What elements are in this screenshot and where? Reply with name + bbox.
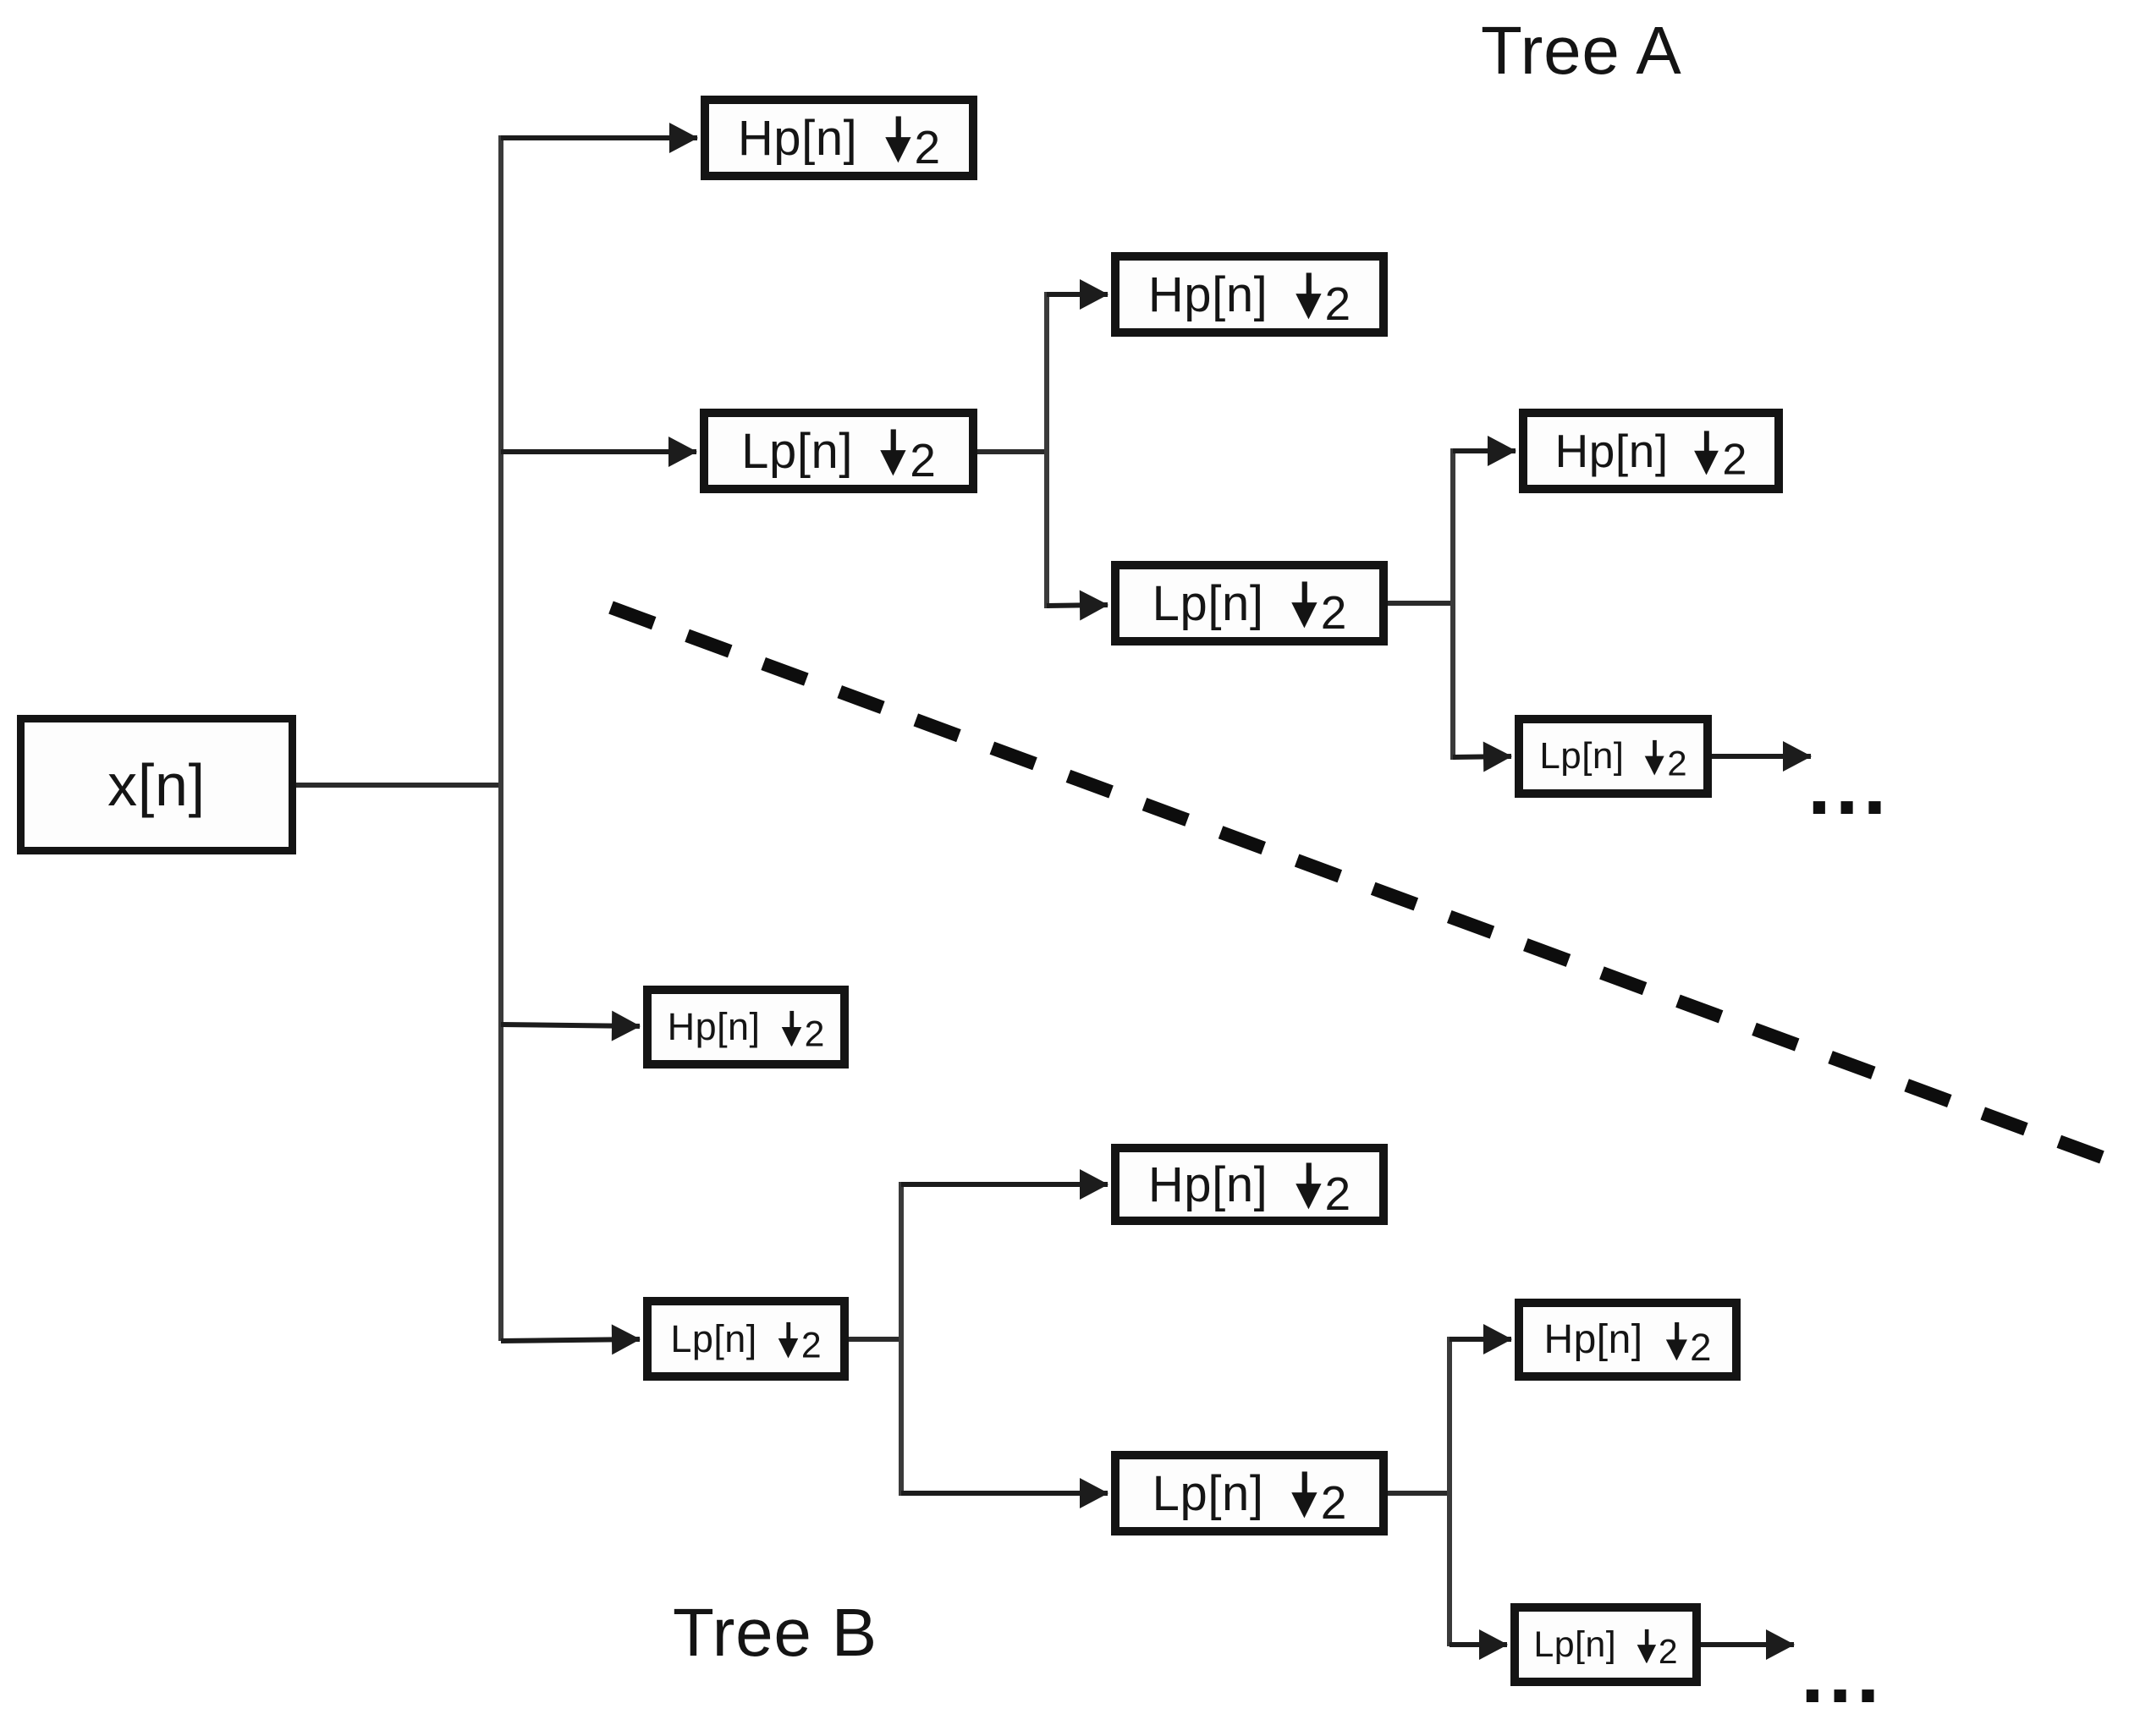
filter-node-b1-hp: Hp[n] 2 [643, 986, 849, 1069]
filter-node-b3-hp: Hp[n] 2 [1515, 1299, 1741, 1381]
filter-label: Hp[n] [1554, 425, 1669, 477]
filter-node-a1-lp: Lp[n] 2 [700, 409, 977, 493]
down-arrow-icon [1637, 1629, 1656, 1664]
filter-label: Hp[n] [737, 110, 858, 166]
arrow-to-a3-lp [1452, 741, 1512, 772]
downsample-factor: 2 [1320, 1476, 1347, 1530]
tree-b-title: Tree B [673, 1595, 877, 1670]
filter-node-b2-lp: Lp[n] 2 [1111, 1451, 1388, 1535]
filter-label: Hp[n] [1147, 1156, 1268, 1212]
downsample-factor: 2 [1324, 1167, 1351, 1221]
down-arrow-icon [1290, 1471, 1318, 1519]
downsample-group: 2 [1294, 1157, 1351, 1220]
downsample-group: 2 [1664, 1318, 1712, 1369]
tree-b-continuation-ellipsis: ... [1801, 1626, 1884, 1721]
filter-label: Lp[n] [1152, 1465, 1264, 1521]
downsample-group: 2 [1636, 1625, 1678, 1671]
down-arrow-icon [1645, 739, 1665, 776]
down-arrow-icon [1290, 581, 1318, 629]
arrow-to-a2-lp [1046, 590, 1109, 621]
downsample-factor: 2 [1324, 277, 1351, 331]
down-arrow-icon [880, 429, 906, 476]
filter-label: Hp[n] [1543, 1317, 1643, 1362]
filter-label: Lp[n] [1152, 575, 1264, 631]
downsample-factor: 2 [1690, 1325, 1712, 1369]
downsample-group: 2 [1294, 267, 1351, 330]
filter-node-b3-lp: Lp[n] 2 [1510, 1603, 1701, 1686]
downsample-group: 2 [777, 1318, 822, 1366]
downsample-factor: 2 [804, 1014, 825, 1055]
downsample-factor: 2 [914, 121, 941, 174]
arrow-to-b1-hp [500, 1010, 641, 1041]
down-arrow-icon [781, 1010, 802, 1047]
filter-label: Lp[n] [670, 1316, 757, 1360]
tree-a-title: Tree A [1481, 13, 1682, 88]
input-signal-node: x[n] [17, 715, 296, 854]
down-arrow-icon [1665, 1321, 1687, 1361]
input-signal-label: x[n] [107, 751, 206, 818]
downsample-group: 2 [1643, 736, 1687, 783]
filter-label: Lp[n] [1539, 735, 1625, 777]
filter-node-b1-lp: Lp[n] 2 [643, 1297, 849, 1381]
filter-node-a2-lp: Lp[n] 2 [1111, 561, 1388, 646]
downsample-factor: 2 [1320, 586, 1347, 640]
filter-label: Lp[n] [1533, 1623, 1617, 1665]
tree-a-continuation-ellipsis: ... [1807, 738, 1891, 832]
filter-node-a3-hp: Hp[n] 2 [1519, 409, 1783, 493]
downsample-factor: 2 [1722, 435, 1747, 485]
downsample-group: 2 [1290, 1466, 1346, 1529]
downsample-group: 2 [883, 111, 940, 173]
downsample-group: 2 [878, 424, 936, 486]
filter-label: Lp[n] [741, 423, 854, 479]
down-arrow-icon [1694, 431, 1719, 475]
down-arrow-icon [1295, 1162, 1322, 1210]
filter-node-a1-hp: Hp[n] 2 [701, 96, 977, 180]
arrow-to-b1-lp [500, 1324, 641, 1355]
downsample-factor: 2 [800, 1325, 822, 1366]
filter-label: Hp[n] [1147, 266, 1268, 322]
filter-node-a3-lp: Lp[n] 2 [1515, 715, 1712, 798]
down-arrow-icon [884, 116, 911, 163]
down-arrow-icon [1295, 272, 1322, 320]
downsample-group: 2 [780, 1007, 824, 1054]
downsample-group: 2 [1692, 426, 1747, 484]
filter-node-a2-hp: Hp[n] 2 [1111, 252, 1388, 337]
downsample-factor: 2 [910, 434, 936, 487]
downsample-factor: 2 [1658, 1631, 1678, 1671]
tree-divider-dashed-line [608, 601, 2114, 1167]
down-arrow-icon [778, 1321, 799, 1359]
filter-label: Hp[n] [667, 1005, 761, 1048]
downsample-group: 2 [1290, 576, 1346, 639]
downsample-factor: 2 [1667, 743, 1687, 783]
filter-node-b2-hp: Hp[n] 2 [1111, 1144, 1388, 1225]
